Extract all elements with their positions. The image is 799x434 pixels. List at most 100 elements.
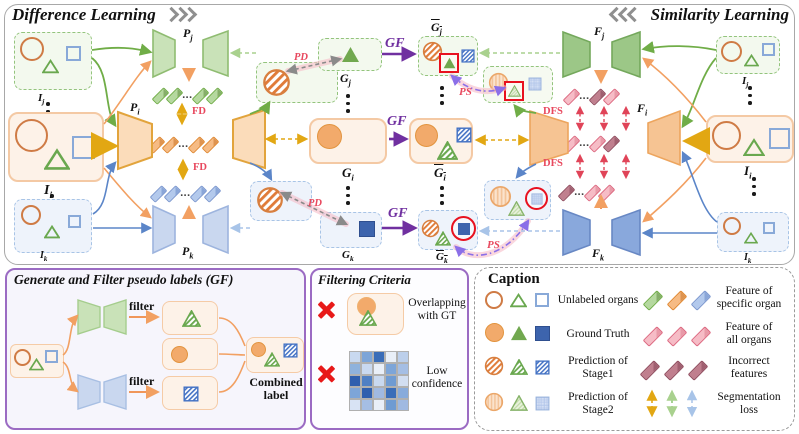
- unlabeled-square-icon: [68, 215, 81, 228]
- stage1-triangle-icon: [182, 310, 201, 327]
- heatmap-cell: [397, 352, 408, 363]
- label-Gi-bar: Gi: [434, 165, 446, 183]
- unlabeled-triangle-icon: [42, 59, 59, 74]
- gf-label: GF: [388, 206, 408, 221]
- stage2-circle-icon: [489, 185, 512, 208]
- unlabeled-square-icon: [762, 43, 775, 56]
- stage2-triangle-icon: [510, 395, 528, 411]
- filter-label: filter: [129, 299, 155, 313]
- feature-row-Fj: ...: [562, 85, 621, 109]
- stage2-circle-icon: [484, 392, 504, 412]
- stage1-circle-icon: [263, 69, 290, 96]
- feature-row-Fi: ...: [562, 132, 621, 156]
- stage1-triangle-icon: [510, 359, 528, 375]
- heatmap-cell: [385, 399, 397, 410]
- unlabeled-triangle-icon: [744, 54, 759, 67]
- unlabeled-square-icon: [763, 222, 775, 234]
- input-box-Ij-left: [14, 32, 92, 90]
- stage1-triangle-icon: [359, 310, 377, 326]
- input-box-Ii-right: [706, 115, 794, 163]
- heatmap-cell: [350, 399, 361, 410]
- vertical-dots-icon: [440, 186, 444, 209]
- stage1-triangle-icon: [437, 141, 458, 160]
- heatmap-cell: [397, 375, 408, 387]
- stage1-square-icon: [283, 343, 298, 358]
- filtering-criteria-title: Filtering Criteria: [318, 272, 411, 287]
- unlabeled-square-icon: [769, 128, 790, 149]
- heatmap-cell: [350, 363, 361, 375]
- vertical-dots-icon: [748, 86, 752, 109]
- heatmap-cell: [373, 387, 385, 399]
- triple-chevron-right-icon: [163, 5, 198, 24]
- unlabeled-triangle-icon: [44, 225, 60, 239]
- unlabeled-square-icon: [72, 136, 95, 159]
- gt-circle-icon: [251, 342, 266, 357]
- gf-filtered-triangle-box: [162, 301, 218, 335]
- stage1-square-icon: [183, 386, 199, 402]
- heatmap-cell: [397, 399, 408, 410]
- combined-box-Gi-bar: [409, 118, 473, 164]
- caption-title: Caption: [488, 271, 540, 287]
- incorrect-feature-icons: [638, 358, 710, 382]
- label-Ij-right: Ij: [742, 75, 749, 90]
- heatmap-cell: [361, 387, 373, 399]
- triple-chevron-left-icon: [609, 5, 643, 24]
- dfs-label: DFS: [543, 106, 563, 117]
- difference-learning-text: Difference Learning: [12, 5, 156, 24]
- unlabeled-circle-icon: [485, 291, 503, 309]
- heatmap-cell: [350, 387, 361, 399]
- input-box-Ii-left: [8, 112, 104, 182]
- heatmap-cell: [361, 352, 373, 363]
- feature-row-Fk: ...: [557, 181, 616, 205]
- caption-panel: [474, 267, 795, 431]
- highlighted-stage2-pred: [525, 187, 548, 210]
- gt-box-Gi: [309, 118, 387, 164]
- label-Fj: Fj: [594, 24, 605, 41]
- filtered-box-Gj-bar: [418, 36, 478, 76]
- gt-square-icon: [359, 221, 375, 237]
- stage1-pred-box-k: [250, 181, 312, 221]
- gf-label: GF: [387, 114, 407, 129]
- gt-circle-icon: [415, 124, 438, 147]
- unlabeled-circle-icon: [20, 37, 44, 61]
- unlabeled-triangle-icon: [29, 358, 44, 371]
- feature-row-Pi: ...: [147, 133, 220, 157]
- dfs-label: DFS: [543, 158, 563, 169]
- label-Fi: Fi: [637, 101, 648, 118]
- unlabeled-triangle-icon: [44, 148, 70, 170]
- similarity-learning-title: Similarity Learning: [609, 5, 789, 25]
- label-Ij-left: Ij: [38, 92, 45, 107]
- specific-organ-feature-icons: [641, 288, 713, 312]
- heatmap-cell: [385, 352, 397, 363]
- label-Pk: Pk: [182, 244, 194, 261]
- heatmap-cell: [373, 352, 385, 363]
- heatmap-cell: [373, 399, 385, 410]
- gt-box-Gj: [318, 38, 382, 71]
- unlabeled-circle-icon: [721, 41, 742, 62]
- fd-label: FD: [192, 106, 206, 117]
- stage1-circle-icon: [257, 187, 283, 213]
- heatmap-cell: [361, 363, 373, 375]
- unlabeled-triangle-icon: [744, 232, 758, 244]
- gt-triangle-icon: [511, 325, 527, 341]
- label-Fk: Fk: [592, 246, 605, 263]
- gt-box-Gk: [320, 212, 382, 248]
- input-box-Ik-right: [717, 212, 789, 252]
- gt-circle-icon: [171, 346, 188, 363]
- heatmap-cell: [397, 363, 408, 375]
- label-Ik-right: Ik: [744, 252, 752, 265]
- highlighted-pseudo-label: [451, 216, 476, 241]
- pd-label: PD: [294, 52, 308, 63]
- gt-circle-icon: [485, 323, 504, 342]
- filtered-box-Gk-bar: [418, 210, 478, 250]
- stage2-triangle-icon: [507, 85, 521, 97]
- heatmap-cell: [373, 363, 385, 375]
- unlabeled-square-icon: [66, 46, 81, 61]
- stage1-triangle-icon: [435, 231, 451, 246]
- gf-panel-title: Generate and Filter pseudo labels (GF): [14, 272, 234, 287]
